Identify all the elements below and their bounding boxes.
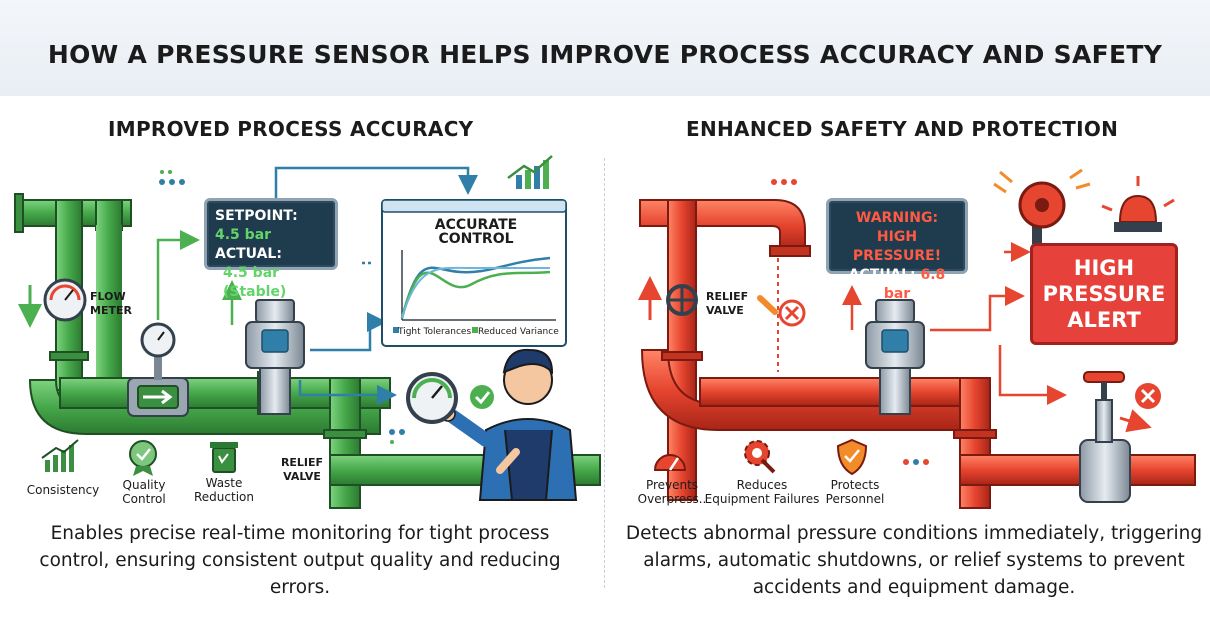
safety-heading: ENHANCED SAFETY AND PROTECTION <box>686 117 1119 141</box>
signal-arrows-safety <box>842 242 1067 405</box>
pressure-sensor-accuracy <box>245 299 305 415</box>
quality-label-line1: Quality <box>122 478 166 492</box>
alert-line2: PRESSURE <box>1042 282 1166 306</box>
data-dots-left <box>159 170 405 444</box>
alarm-beacon-icon <box>1101 176 1175 232</box>
overpressure-gauge-icon <box>653 454 687 471</box>
shutoff-valve <box>1079 371 1152 503</box>
prevents-line1: Prevents <box>645 478 699 492</box>
reduces-line2: Equipment Failures <box>704 492 820 506</box>
section-divider <box>604 158 605 588</box>
equipment-gear-icon <box>744 440 776 474</box>
actual-label: ACTUAL: <box>215 246 282 262</box>
flow-meter-gauge <box>43 278 87 322</box>
chart-legend-tight: Tight Tolerances <box>398 327 472 337</box>
relief-valve-label-left: RELIEF VALVE <box>272 456 332 484</box>
protects-line2: Personnel <box>825 492 885 506</box>
relief-valve-right-line1: RELIEF <box>706 290 749 303</box>
signal-arrows-accuracy <box>156 166 478 405</box>
pressure-sensor-safety <box>865 299 925 415</box>
reduces-failures-label: Reduces Equipment Failures <box>700 478 824 506</box>
consistency-label: Consistency <box>26 483 100 497</box>
operator-illustration <box>440 348 578 501</box>
warning-line1: WARNING: <box>855 210 939 226</box>
high-pressure-alert: HIGH PRESSURE ALERT <box>1030 243 1178 345</box>
waste-reduction-label: Waste Reduction <box>186 476 262 504</box>
setpoint-value: 4.5 bar <box>215 227 272 243</box>
relief-valve-wheel <box>666 284 698 316</box>
chart-title: ACCURATE CONTROL <box>434 217 518 247</box>
accuracy-summary: Enables precise real-time monitoring for… <box>39 523 561 598</box>
setpoint-label: SETPOINT: <box>215 208 298 224</box>
page-title: HOW A PRESSURE SENSOR HELPS IMPROVE PROC… <box>47 40 1163 69</box>
warning-actual-label: ACTUAL: <box>848 267 916 283</box>
safety-summary: Detects abnormal pressure conditions imm… <box>625 523 1203 598</box>
relief-valve-left-line2: VALVE <box>283 470 321 483</box>
warning-line2: HIGH PRESSURE! <box>852 229 942 264</box>
flow-meter-label-line2: METER <box>90 304 132 317</box>
check-icon <box>470 385 494 409</box>
inline-pressure-gauge <box>140 322 176 380</box>
reduces-line1: Reduces <box>736 478 788 492</box>
quality-control-icon <box>129 440 157 476</box>
alert-line3: ALERT <box>1067 308 1141 332</box>
relief-flow-indicator <box>757 295 806 327</box>
warning-display: WARNING: HIGH PRESSURE! ACTUAL: 6.8 bar <box>826 198 968 302</box>
relief-valve-label-right: RELIEF VALVE <box>706 290 766 318</box>
shutoff-x-icon <box>1135 383 1161 409</box>
waste-label-line1: Waste <box>205 476 243 490</box>
protects-line1: Protects <box>830 478 880 492</box>
prevents-overpressure-label: Prevents Overpress.. <box>630 478 714 506</box>
prevents-line2: Overpress.. <box>637 492 707 506</box>
quality-label-line2: Control <box>122 492 166 506</box>
alarm-bell-icon <box>993 168 1091 244</box>
quality-control-label: Quality Control <box>112 478 176 506</box>
chart-legend-variance: Reduced Variance <box>478 327 559 337</box>
process-gauge <box>406 372 458 424</box>
consistency-icon <box>41 439 79 472</box>
title-banner <box>0 0 1210 96</box>
trend-up-icon <box>507 155 553 189</box>
flow-control-valve <box>127 377 189 417</box>
alert-line1: HIGH <box>1073 256 1135 280</box>
relief-valve-left-line1: RELIEF <box>280 456 324 469</box>
flow-meter-label-line1: FLOW <box>90 290 126 303</box>
actual-value: 4.5 bar (Stable) <box>223 265 287 300</box>
data-dots-right <box>771 179 929 465</box>
setpoint-display: SETPOINT: 4.5 bar ACTUAL: 4.5 bar (Stabl… <box>204 198 338 300</box>
relief-valve-right-line2: VALVE <box>706 304 744 317</box>
protects-personnel-label: Protects Personnel <box>818 478 892 506</box>
flow-meter-label: FLOW METER <box>90 290 150 318</box>
waste-label-line2: Reduction <box>194 490 254 504</box>
protection-shield-icon <box>836 438 868 476</box>
waste-reduction-icon <box>210 442 238 473</box>
warning-actual-value: 6.8 bar <box>883 267 946 302</box>
accurate-control-chart <box>381 199 567 347</box>
accuracy-heading: IMPROVED PROCESS ACCURACY <box>108 117 474 141</box>
